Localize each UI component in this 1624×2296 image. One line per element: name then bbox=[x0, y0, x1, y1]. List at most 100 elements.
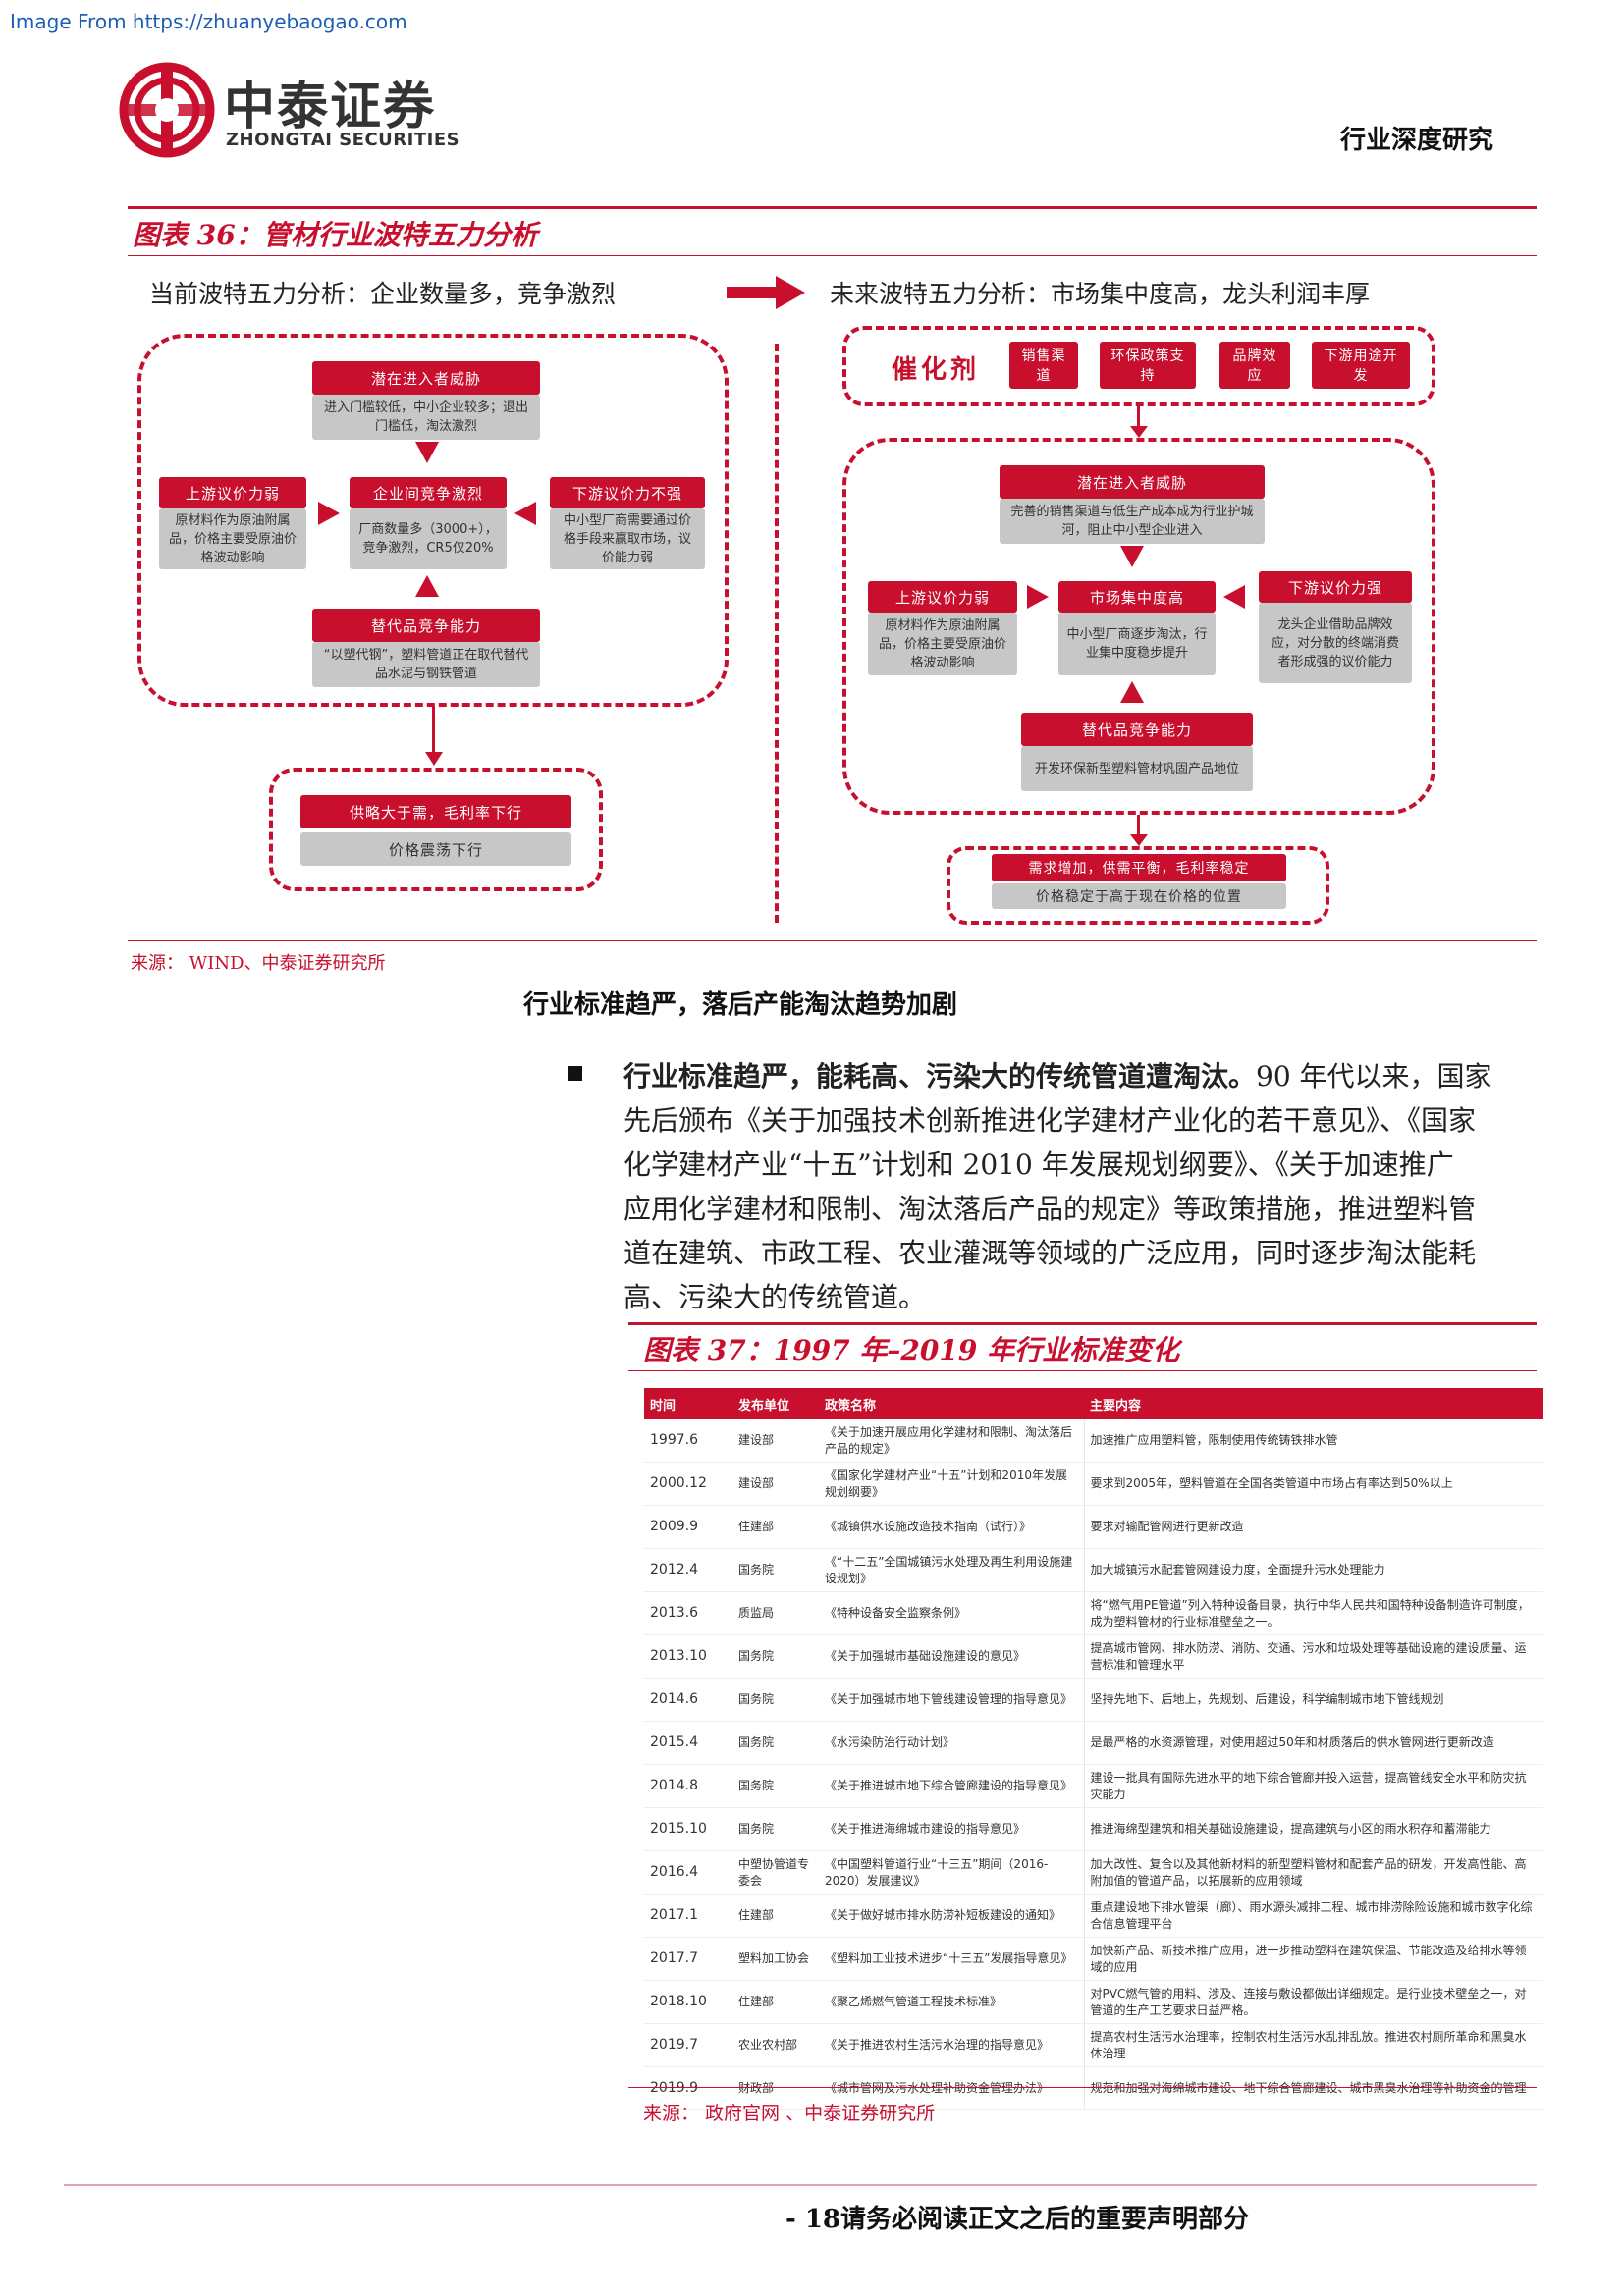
row-policy: 《“十二五”全国城镇污水处理及再生利用设施建设规划》 bbox=[819, 1548, 1085, 1592]
arrow-up-icon bbox=[1120, 681, 1144, 703]
row-content: 加速推广应用塑料管，限制使用传统铸铁排水管 bbox=[1084, 1419, 1543, 1463]
row-content: 提高农村生活污水治理率，控制农村生活污水乱排乱放。推进农村厕所革命和黑臭水体治理 bbox=[1084, 2023, 1543, 2067]
row-content: 重点建设地下排水管渠（廊）、雨水源头减排工程、城市排涝除险设施和城市数字化综合信… bbox=[1084, 1894, 1543, 1938]
paragraph-line-5: 道在建筑、市政工程、农业灌溉等领域的广泛应用，同时逐步淘汰能耗 bbox=[623, 1237, 1477, 1269]
row-content: 推进海绵型建筑和相关基础设施建设，提高建筑与小区的雨水积存和蓄滞能力 bbox=[1084, 1807, 1543, 1851]
future-substitute-desc: 开发环保新型塑料管材巩固产品地位 bbox=[1021, 746, 1253, 791]
row-issuer: 住建部 bbox=[732, 1980, 819, 2024]
row-policy: 《关于加速开展应用化学建材和限制、淘汰落后产品的规定》 bbox=[819, 1419, 1085, 1463]
logo-chinese-name: 中泰证券 bbox=[224, 78, 437, 136]
arrow-down-icon bbox=[1130, 834, 1148, 846]
future-downstream-desc: 龙头企业借助品牌效应，对分散的终端消费者形成强的议价能力 bbox=[1259, 603, 1412, 683]
future-threat-title: 潜在进入者威胁 bbox=[1000, 465, 1265, 499]
figure-36-source: 来源： WIND、中泰证券研究所 bbox=[131, 953, 386, 974]
row-issuer: 国务院 bbox=[732, 1548, 819, 1592]
row-issuer: 建设部 bbox=[732, 1419, 819, 1463]
arrow-down-icon bbox=[1130, 426, 1148, 438]
future-upstream-desc: 原材料作为原油附属品，价格主要受原油价格波动影响 bbox=[868, 613, 1017, 675]
catalyst-frame bbox=[842, 326, 1435, 406]
row-issuer: 国务院 bbox=[732, 1807, 819, 1851]
row-time: 2018.10 bbox=[644, 1980, 732, 2024]
row-policy: 《关于做好城市排水防涝补短板建设的通知》 bbox=[819, 1894, 1085, 1938]
footer-text: - 18请务必阅读正文之后的重要声明部分 bbox=[785, 2205, 1250, 2234]
row-time: 2015.4 bbox=[644, 1721, 732, 1765]
row-time: 2019.7 bbox=[644, 2023, 732, 2067]
row-issuer: 国务院 bbox=[732, 1764, 819, 1808]
row-time: 2015.10 bbox=[644, 1807, 732, 1851]
current-downstream-desc: 中小型厂商需要通过价格手段来赢取市场，议价能力弱 bbox=[550, 508, 705, 569]
current-downstream-title: 下游议价力不强 bbox=[550, 477, 705, 508]
paragraph: 行业标准趋严，能耗高、污染大的传统管道遭淘汰。90 年代以来，国家 先后颁布《关… bbox=[623, 1054, 1527, 1319]
row-policy: 《塑料加工业技术进步“十三五”发展指导意见》 bbox=[819, 1937, 1085, 1981]
arrow-down-icon bbox=[425, 752, 443, 766]
company-logo: 中泰证券 ZHONGTAI SECURITIES bbox=[118, 61, 491, 159]
paragraph-text: 90 年代以来，国家 bbox=[1256, 1060, 1492, 1093]
row-time: 2013.10 bbox=[644, 1634, 732, 1679]
row-time: 2014.6 bbox=[644, 1678, 732, 1722]
row-time: 2017.1 bbox=[644, 1894, 732, 1938]
logo-mark-icon bbox=[119, 62, 215, 158]
figure-37-bottom-rule bbox=[628, 2087, 1537, 2088]
arrow-right-icon bbox=[318, 502, 340, 525]
row-time: 2012.4 bbox=[644, 1548, 732, 1592]
row-time: 2019.9 bbox=[644, 2066, 732, 2110]
row-content: 加快新产品、新技术推广应用，进一步推动塑料在建筑保温、节能改造及给排水等领域的应… bbox=[1084, 1937, 1543, 1981]
row-issuer: 质监局 bbox=[732, 1591, 819, 1635]
figure-37-title: 图表 37：1997 年–2019 年行业标准变化 bbox=[643, 1334, 1180, 1366]
row-content: 是最严格的水资源管理，对使用超过50年和材质落后的供水管网进行更新改造 bbox=[1084, 1721, 1543, 1765]
current-analysis-heading: 当前波特五力分析：企业数量多，竞争激烈 bbox=[149, 280, 617, 308]
row-issuer: 中塑协管道专委会 bbox=[732, 1850, 819, 1895]
future-center-title: 市场集中度高 bbox=[1058, 581, 1216, 613]
column-header-content: 主要内容 bbox=[1084, 1388, 1543, 1419]
row-policy: 《聚乙烯燃气管道工程技术标准》 bbox=[819, 1980, 1085, 2024]
row-content: 要求对输配管网进行更新改造 bbox=[1084, 1505, 1543, 1549]
future-result-connector bbox=[1137, 815, 1140, 836]
current-center-desc: 厂商数量多（3000+），竞争激烈，CR5仅20% bbox=[350, 508, 507, 569]
row-issuer: 塑料加工协会 bbox=[732, 1937, 819, 1981]
row-issuer: 财政部 bbox=[732, 2066, 819, 2110]
figure-37-top-rule bbox=[628, 1322, 1537, 1325]
future-result-frame bbox=[947, 846, 1329, 925]
row-policy: 《关于加强城市基础设施建设的意见》 bbox=[819, 1634, 1085, 1679]
future-center-desc: 中小型厂商逐步淘汰，行业集中度稳步提升 bbox=[1058, 613, 1216, 675]
catalyst-item-policy: 环保政策支持 bbox=[1100, 342, 1196, 389]
row-time: 2017.7 bbox=[644, 1937, 732, 1981]
logo-english-name: ZHONGTAI SECURITIES bbox=[226, 130, 460, 150]
row-time: 2014.8 bbox=[644, 1764, 732, 1808]
paragraph-line-1: 行业标准趋严，能耗高、污染大的传统管道遭淘汰。90 年代以来，国家 bbox=[623, 1054, 1527, 1098]
current-upstream-title: 上游议价力弱 bbox=[159, 477, 306, 508]
future-threat-desc: 完善的销售渠道与低生产成本成为行业护城河，阻止中小型企业进入 bbox=[1000, 499, 1265, 544]
current-upstream-desc: 原材料作为原油附属品，价格主要受原油价格波动影响 bbox=[159, 508, 306, 569]
arrow-right-icon bbox=[1027, 585, 1049, 609]
row-policy: 《特种设备安全监察条例》 bbox=[819, 1591, 1085, 1635]
catalyst-item-sales-channel: 销售渠道 bbox=[1009, 342, 1078, 389]
row-policy: 《关于推进海绵城市建设的指导意见》 bbox=[819, 1807, 1085, 1851]
current-result-connector bbox=[432, 707, 435, 754]
row-time: 2013.6 bbox=[644, 1591, 732, 1635]
report-type-label: 行业深度研究 bbox=[1340, 126, 1494, 155]
paragraph-line-3: 化学建材产业“十五”计划和 2010 年发展规划纲要》、《关于加速推广 bbox=[623, 1148, 1454, 1181]
column-header-issuer: 发布单位 bbox=[732, 1388, 819, 1419]
catalyst-label: 催化剂 bbox=[892, 355, 981, 385]
current-substitute-desc: “以塑代钢”，塑料管道正在取代替代品水泥与钢铁管道 bbox=[312, 642, 540, 687]
future-analysis-heading: 未来波特五力分析：市场集中度高，龙头利润丰厚 bbox=[830, 280, 1371, 308]
catalyst-item-brand: 品牌效应 bbox=[1219, 342, 1290, 389]
bullet-icon bbox=[568, 1066, 582, 1081]
row-policy: 《国家化学建材产业“十五”计划和2010年发展规划纲要》 bbox=[819, 1462, 1085, 1506]
section-title: 行业标准趋严，落后产能淘汰趋势加剧 bbox=[523, 990, 958, 1020]
diagram-divider bbox=[775, 344, 779, 923]
